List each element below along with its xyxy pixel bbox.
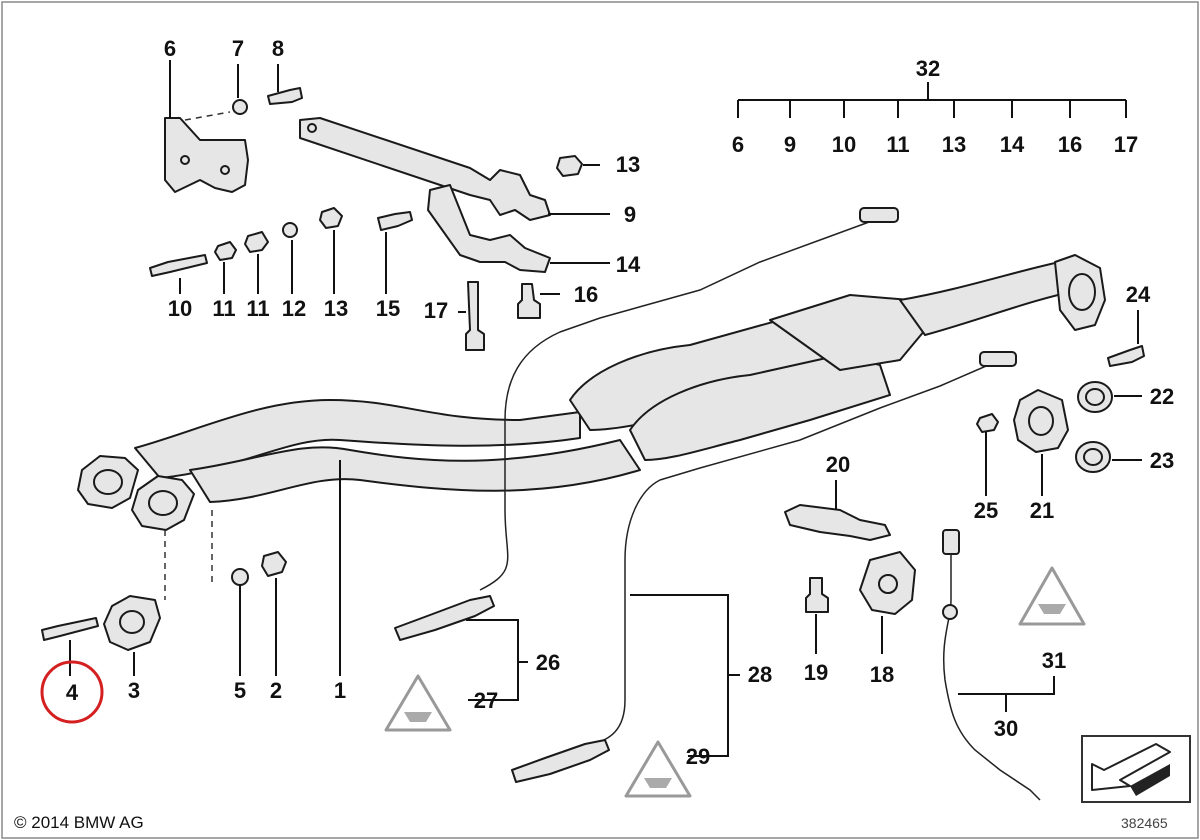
nut-11b[interactable] <box>244 231 269 253</box>
label-17[interactable]: 17 <box>424 298 448 323</box>
washer-12[interactable] <box>282 222 298 238</box>
label-24[interactable]: 24 <box>1126 282 1151 307</box>
oxygen-sensor-cable-26[interactable] <box>479 217 881 591</box>
kit-32-item[interactable]: 16 <box>1058 132 1082 157</box>
rubber-mount-18[interactable] <box>859 551 916 615</box>
label-12[interactable]: 12 <box>282 296 306 321</box>
label-11a[interactable]: 11 <box>212 296 235 321</box>
label-9[interactable]: 9 <box>624 202 636 227</box>
label-8[interactable]: 8 <box>272 36 284 61</box>
gasket-3[interactable] <box>103 595 161 651</box>
kit-32-item[interactable]: 14 <box>1000 132 1025 157</box>
label-21[interactable]: 21 <box>1030 498 1054 523</box>
nut-2[interactable] <box>261 551 287 577</box>
label-4[interactable]: 4 <box>66 680 79 705</box>
label-28[interactable]: 28 <box>748 662 772 687</box>
diagram-number: 382465 <box>1121 815 1168 831</box>
bolt-4[interactable] <box>41 617 99 641</box>
nut-13-low[interactable] <box>319 207 343 229</box>
nut-7[interactable] <box>232 99 248 115</box>
label-14[interactable]: 14 <box>616 252 641 277</box>
front-pipe-assembly[interactable] <box>77 254 1106 531</box>
label-1[interactable]: 1 <box>334 678 346 703</box>
label-18[interactable]: 18 <box>870 662 894 687</box>
warning-triangle-icon <box>624 740 692 798</box>
sensor-connector-28[interactable] <box>979 351 1017 367</box>
label-32[interactable]: 32 <box>916 56 940 81</box>
gasket-21[interactable] <box>1013 389 1069 453</box>
bolt-16[interactable] <box>517 283 541 319</box>
washer-5[interactable] <box>231 568 249 586</box>
label-23[interactable]: 23 <box>1150 448 1174 473</box>
label-13-low[interactable]: 13 <box>324 296 348 321</box>
bracket-20[interactable] <box>784 504 891 541</box>
nut-25[interactable] <box>976 413 999 433</box>
label-7[interactable]: 7 <box>232 36 244 61</box>
oxygen-sensor-26[interactable] <box>394 595 495 641</box>
kit-32-item[interactable]: 10 <box>832 132 856 157</box>
ring-23[interactable] <box>1075 441 1111 473</box>
label-13-top[interactable]: 13 <box>616 152 640 177</box>
kit-32-item[interactable]: 6 <box>732 132 744 157</box>
kit-32-item[interactable]: 17 <box>1114 132 1138 157</box>
oxygen-sensor-28[interactable] <box>511 739 610 783</box>
bolt-8[interactable] <box>267 87 303 105</box>
highlight-circle-icon <box>40 660 104 724</box>
label-20[interactable]: 20 <box>826 452 850 477</box>
label-31[interactable]: 31 <box>1042 648 1066 673</box>
holder-9[interactable] <box>299 117 551 221</box>
label-11b[interactable]: 11 <box>246 296 269 321</box>
label-6[interactable]: 6 <box>164 36 176 61</box>
copyright-text: © 2014 BMW AG <box>14 813 144 832</box>
nut-13-top[interactable] <box>556 155 583 177</box>
warning-triangle-icon <box>384 674 452 732</box>
label-29[interactable]: 29 <box>686 744 710 769</box>
label-10[interactable]: 10 <box>168 296 192 321</box>
bolt-10[interactable] <box>149 254 208 277</box>
label-5[interactable]: 5 <box>234 678 246 703</box>
nut-11a[interactable] <box>214 241 237 261</box>
bolt-17[interactable] <box>465 281 485 351</box>
kit-32-item[interactable]: 9 <box>784 132 796 157</box>
leader-lines <box>69 60 1142 757</box>
label-19[interactable]: 19 <box>804 660 828 685</box>
ring-22[interactable] <box>1077 381 1113 413</box>
bolt-24[interactable] <box>1107 345 1145 367</box>
label-15[interactable]: 15 <box>376 296 400 321</box>
label-2[interactable]: 2 <box>270 678 282 703</box>
label-26[interactable]: 26 <box>536 650 560 675</box>
label-22[interactable]: 22 <box>1150 384 1174 409</box>
oxygen-sensor-cable-28[interactable] <box>589 359 1001 746</box>
kit-32-item[interactable]: 11 <box>886 132 909 157</box>
bracket-6[interactable] <box>164 117 249 193</box>
part-labels: 6 7 8 13 9 14 16 17 10 11 11 12 13 15 4 … <box>66 36 1174 769</box>
sensor-connector-26[interactable] <box>859 207 899 223</box>
label-16[interactable]: 16 <box>574 282 598 307</box>
label-27[interactable]: 27 <box>474 688 498 713</box>
warning-triangle-icon <box>1018 566 1086 626</box>
temperature-sensor-30[interactable] <box>942 529 1041 801</box>
navigation-arrow-icon[interactable] <box>1081 735 1191 803</box>
bolt-15[interactable] <box>377 211 413 231</box>
holder-14[interactable] <box>427 184 551 273</box>
label-30[interactable]: 30 <box>994 716 1018 741</box>
label-25[interactable]: 25 <box>974 498 998 523</box>
label-3[interactable]: 3 <box>128 678 140 703</box>
kit-32-item[interactable]: 13 <box>942 132 966 157</box>
bolt-19[interactable] <box>805 577 829 613</box>
